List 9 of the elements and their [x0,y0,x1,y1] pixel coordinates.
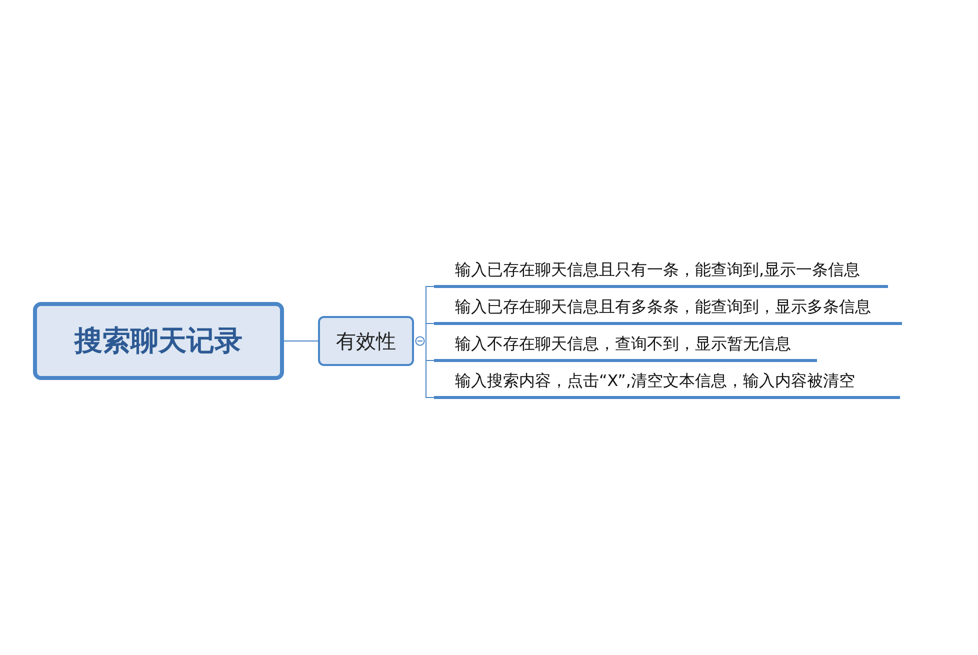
topic-box: 有效性 [318,316,414,366]
central-topic: 搜索聊天记录 [33,302,284,380]
connector-line [426,323,434,342]
subtopic: 输入已存在聊天信息且只有一条，能查询到,显示一条信息 [434,254,888,288]
connector-line [426,340,434,398]
subtopic: 输入不存在聊天信息，查询不到，显示暂无信息 [434,328,817,362]
connector-line [284,340,318,342]
subtopic: 输入已存在聊天信息且有多条条，能查询到，显示多条信息 [434,291,902,325]
subtopic: 输入搜索内容，点击“X”,清空文本信息，输入内容被清空 [434,365,900,399]
